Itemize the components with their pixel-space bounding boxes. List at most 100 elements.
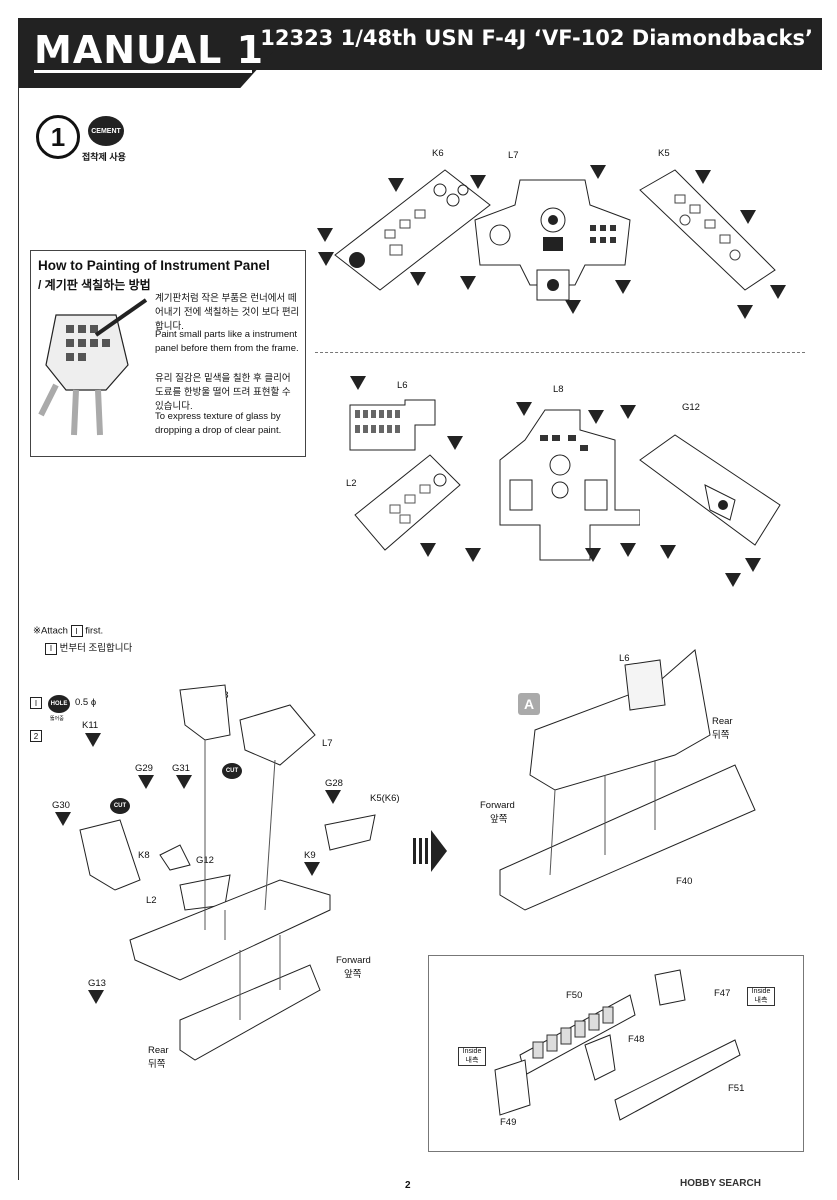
callout-marker (615, 280, 631, 294)
callout-marker (585, 548, 601, 562)
callout-marker (304, 862, 320, 876)
inside-badge-left: Inside 내측 (458, 1047, 486, 1066)
label-l6: L6 (397, 380, 408, 391)
step-number: 1 (36, 115, 80, 159)
callout-marker (317, 228, 333, 242)
label-k11: K11 (82, 720, 99, 731)
asm-rear-ko: 뒤쪽 (148, 1059, 166, 1070)
hole-size: 0.5 ɸ (75, 697, 97, 708)
panel-k6-drawing (334, 169, 491, 291)
inset-assembly (494, 969, 741, 1121)
cut-icon-1: CUT (222, 763, 242, 779)
panel-g12-drawing (639, 434, 781, 546)
substep-1-box: I (30, 697, 42, 709)
label-k5: K5 (658, 148, 670, 159)
panel-l7-drawing (474, 179, 631, 301)
callout-marker (695, 170, 711, 184)
callout-marker (740, 210, 756, 224)
callout-marker (138, 775, 154, 789)
panel-l2-drawing (354, 454, 461, 551)
howto-text-ko-1: 계기판처럼 작은 부품은 런너에서 떼어내기 전에 색칠하는 것이 보다 편리합… (155, 293, 300, 332)
inset-detail-box (428, 955, 804, 1152)
attach-note-first: first. (85, 625, 104, 637)
label-g12: G12 (682, 402, 700, 413)
label-l2: L2 (346, 478, 357, 489)
label-g31: G31 (172, 763, 190, 774)
hole-sub-label: 뚫어줌 (50, 716, 64, 722)
callout-marker (770, 285, 786, 299)
panel-painting-illustration (38, 298, 148, 436)
callout-marker (470, 175, 486, 189)
callout-marker (565, 300, 581, 314)
hole-icon: HOLE (48, 695, 70, 713)
callout-marker (516, 402, 532, 416)
callout-marker (318, 252, 334, 266)
cockpit-assembly-exploded (79, 684, 376, 1061)
callout-marker (447, 436, 463, 450)
view-a-f40: F40 (676, 876, 693, 887)
section-divider (315, 352, 805, 353)
asm-forward: Forward (336, 955, 371, 966)
howto-text-ko-2: 유리 질감은 밑색을 칠한 후 클리어 도료를 한방울 떨어 뜨려 표현할 수 … (155, 373, 291, 412)
inside-label-ko-2: 내측 (465, 1057, 479, 1064)
inside-label-ko: 내측 (754, 997, 768, 1004)
cement-icon: CEMENT (88, 116, 124, 146)
howto-subtitle: / 계기판 색칠하는 방법 (38, 278, 151, 292)
inside-label: Inside (751, 988, 771, 995)
view-a-badge: A (518, 693, 540, 715)
callout-marker (420, 543, 436, 557)
label-g29: G29 (135, 763, 153, 774)
attach-note-ko: 번부터 조립합니다 (59, 643, 133, 654)
label-g13: G13 (88, 978, 106, 989)
callout-marker (620, 405, 636, 419)
title-underline (34, 70, 252, 73)
attach-note-en: ※Attach (33, 625, 68, 637)
howto-text-en-2: To express texture of glass by dropping … (155, 411, 282, 436)
attach-box-1-ko: I (45, 642, 57, 655)
howto-text-en-1: Paint small parts like a instrument pane… (155, 329, 299, 354)
callout-marker (460, 276, 476, 290)
panel-k5-drawing (639, 169, 776, 291)
callout-marker (465, 548, 481, 562)
callout-marker (737, 305, 753, 319)
callout-marker (176, 775, 192, 789)
label-k8: K8 (138, 850, 150, 861)
inset-f50: F50 (566, 990, 583, 1001)
label-k9: K9 (304, 850, 316, 861)
asm-forward-ko: 앞쪽 (344, 969, 362, 980)
panel-l8-drawing (499, 409, 640, 561)
label-g28: G28 (325, 778, 343, 789)
label-l8: L8 (553, 384, 564, 395)
cement-sub-label: 접착제 사용 (82, 152, 126, 162)
callout-marker (350, 376, 366, 390)
label-k5k6: K5(K6) (370, 793, 400, 804)
view-a-l6: L6 (619, 653, 630, 664)
callout-marker (725, 573, 741, 587)
callout-marker (620, 543, 636, 557)
manual-title: MANUAL 1 (34, 28, 265, 72)
label-k6: K6 (432, 148, 444, 159)
inset-f48: F48 (628, 1034, 645, 1045)
view-a-rear: Rear (712, 716, 733, 727)
label-g30: G30 (52, 800, 70, 811)
inset-f49: F49 (500, 1117, 517, 1128)
view-a-assembly (499, 649, 756, 911)
callout-marker (325, 790, 341, 804)
callout-marker (388, 178, 404, 192)
attach-note: ※Attach I first. (33, 625, 103, 637)
callout-marker (85, 733, 101, 747)
label-l7: L7 (508, 150, 519, 161)
callout-marker (588, 410, 604, 424)
label-asm-l2: L2 (146, 895, 157, 906)
view-a-forward: Forward (480, 800, 515, 811)
substep-2-box: 2 (30, 730, 42, 742)
callout-marker (660, 545, 676, 559)
step-arrow (413, 830, 447, 872)
cut-icon-2: CUT (110, 798, 130, 814)
panel-l6-drawing (349, 399, 436, 451)
callout-marker (590, 165, 606, 179)
inside-badge-right: Inside 내측 (747, 987, 775, 1006)
attach-box-1: I (70, 625, 83, 637)
attach-note-ko-line: I 번부터 조립합니다 (45, 640, 132, 655)
asm-rear: Rear (148, 1045, 169, 1056)
